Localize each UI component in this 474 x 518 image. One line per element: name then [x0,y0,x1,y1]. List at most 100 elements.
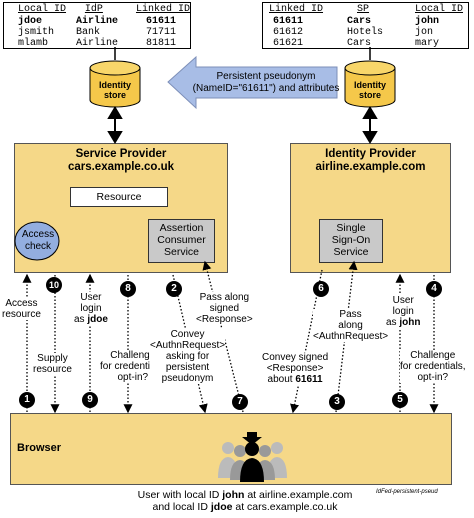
resource-label: Resource [96,191,142,203]
user-silhouette-icon [240,432,264,482]
resource-box: Resource [70,187,168,207]
table-cell: jon [415,27,434,38]
challenge-right-label: Challenge for credentials, opt-in? [400,350,466,383]
pass-authn-label: Pass along <AuthnRequest> [313,309,389,342]
table-cell: Airline [76,16,119,27]
table-cell: Airline [76,38,119,49]
pseudonym-arrow-shape [167,55,338,110]
access-check-ellipse [14,221,60,261]
pseudonym-arrow-text: Persistent pseudonym (NameID="61611") an… [193,71,340,95]
acs-line-2: Consumer [157,234,206,246]
step-6-badge: 6 [313,281,329,297]
caption-id: john [222,489,245,501]
step-2-badge: 2 [166,281,182,297]
table-cell: 61621 [273,38,304,49]
sp-title: Service Provider [75,148,167,160]
idp-identity-store-icon [344,60,396,108]
pseudonym-line-2: (NameID="61611") and attributes [192,83,340,94]
pseudonym-line-1: Persistent pseudonym [216,71,316,82]
figure-footnote: IdFed-persistent-pseud [376,489,438,495]
table-row: 61612 Hotels jon [263,27,468,38]
identity-provider-panel: Identity Provider airline.example.com Si… [290,143,451,273]
convey-signed-response-label: Convey signed <Response> about 61611 [262,352,329,385]
store-label-line: store [103,90,126,100]
caption-line-2: and local ID jdoe at cars.example.co.uk [100,501,390,513]
single-sign-on-service-box: Single Sign-On Service [319,219,383,263]
step-10-badge: 10 [46,277,62,293]
user-login-john-text: User login as [386,295,414,328]
table-row: jdoe Airline 61611 [4,15,190,27]
acs-line-1: Assertion [159,222,204,234]
store-label-line: store [358,90,381,100]
sp-table-col-localid: Local ID [18,4,67,15]
caption-text: and local ID [152,501,211,513]
sso-line-3: Service [333,246,369,258]
store-label-line: Identity [98,80,131,90]
table-cell: jsmith [18,27,55,38]
caption-line-1: User with local ID john at airline.examp… [100,489,390,501]
user-login-john-label: User login as john [386,295,421,328]
table-cell: jdoe [18,16,43,27]
table-row: mlamb Airline 81811 [4,38,190,49]
caption-id: jdoe [210,501,233,513]
user-login-jdoe-text: User login as [74,292,102,325]
store-label-line: Identity [353,80,386,90]
step-4-badge: 4 [426,281,442,297]
table-cell: Bank [76,27,101,38]
user-login-jdoe-label: User login as jdoe [74,292,108,325]
pass-signed-response-label: Pass along signed <Response> [196,292,253,325]
user-login-jdoe-id: jdoe [87,314,108,325]
step-5-badge: 5 [392,392,408,408]
table-row: 61611 Cars john [263,15,468,27]
sso-line-2: Sign-On [331,234,371,246]
sp-account-table: Local ID IdP Linked ID jdoe Airline 6161… [3,2,191,49]
table-cell: 61612 [273,27,304,38]
caption-text: at cars.example.co.uk [232,501,338,513]
sp-store-panel-arrow [107,106,123,144]
idp-domain: airline.example.com [315,161,426,173]
step-1-badge: 1 [19,392,35,408]
user-login-john-id: john [399,317,421,328]
table-cell: Cars [347,16,372,27]
idp-identity-store-label: Identity store [347,80,393,100]
table-cell: 81811 [146,38,177,49]
sp-table-col-idp: IdP [84,4,103,15]
table-cell: john [415,16,440,27]
sp-domain: cars.example.co.uk [67,161,175,173]
idp-account-table: Linked ID SP Local ID 61611 Cars john 61… [262,2,469,49]
idp-title: Identity Provider [325,148,416,160]
access-check-line-2: check [24,241,52,252]
access-check-label: Access check [16,229,60,253]
convey-signed-id: 61611 [295,374,323,385]
sso-line-1: Single [336,222,366,234]
sp-identity-store-label: Identity store [92,80,138,100]
idp-table-header: Linked ID SP Local ID [263,3,468,15]
caption-text: at airline.example.com [244,489,353,501]
table-cell: 61611 [146,16,177,27]
caption-text: User with local ID [137,489,223,501]
step-3-arrow [335,260,358,413]
step-8-badge: 8 [120,281,136,297]
sp-table-header: Local ID IdP Linked ID [4,3,190,15]
table-cell: mary [415,38,440,49]
idp-table-col-linkedid: Linked ID [269,4,324,15]
table-cell: Cars [347,38,372,49]
convey-signed-text: Convey signed <Response> about [262,352,329,385]
table-row: 61621 Cars mary [263,38,468,49]
idp-table-col-localid: Local ID [415,4,464,15]
access-check-line-1: Access [21,229,55,240]
access-resource-label: Access resource [2,298,41,320]
table-cell: Hotels [347,27,384,38]
idp-table-col-sp: SP [357,4,370,15]
step-3-badge: 3 [329,394,345,410]
step-9-badge: 9 [82,392,98,408]
acs-line-3: Service [163,246,199,258]
idp-store-panel-arrow [362,106,378,144]
table-cell: 71711 [146,27,177,38]
assertion-consumer-service-box: Assertion Consumer Service [148,219,215,263]
table-cell: mlamb [18,38,49,49]
step-7-badge: 7 [232,394,248,410]
convey-authn-label: Convey <AuthnRequest> asking for persist… [150,329,226,384]
supply-resource-label: Supply resource [33,353,72,375]
